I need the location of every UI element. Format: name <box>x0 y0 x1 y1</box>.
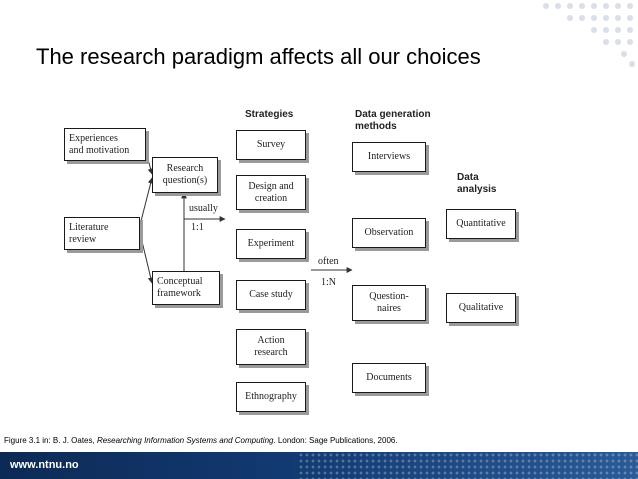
often-label: often <box>318 256 339 267</box>
data-generation-header: Data generation methods <box>355 109 431 132</box>
strategy-box: Survey <box>236 130 306 160</box>
diagram-connectors <box>139 147 353 284</box>
arrow-literature-to-framework <box>139 232 154 284</box>
method-box: Question- naires <box>352 285 426 321</box>
analysis-box: Quantitative <box>446 209 516 239</box>
method-box: Observation <box>352 218 426 248</box>
strategies-header: Strategies <box>245 109 294 120</box>
ratio-one-to-one-label: 1:1 <box>191 222 204 233</box>
arrow-experiences-to-questions <box>144 147 154 175</box>
caption-prefix: Figure 3.1 in: B. J. Oates, <box>4 436 97 445</box>
strategy-box: Ethnography <box>236 382 306 412</box>
arrow-literature-to-questions <box>139 177 154 226</box>
footer-url[interactable]: www.ntnu.no <box>10 459 79 471</box>
analysis-box: Qualitative <box>446 293 516 323</box>
research-process-diagram: Strategies Data generation methods Data … <box>0 95 638 435</box>
strategy-box: Design and creation <box>236 175 306 210</box>
data-analysis-header: Data analysis <box>457 172 497 195</box>
method-box: Interviews <box>352 142 426 172</box>
strategy-box: Action research <box>236 329 306 365</box>
conceptual-framework-box: Conceptual framework <box>152 271 220 305</box>
literature-review-box: Literature review <box>64 217 140 250</box>
slide-title: The research paradigm affects all our ch… <box>36 44 481 69</box>
strategy-box: Case study <box>236 280 306 310</box>
usually-label: usually <box>189 203 218 214</box>
ratio-one-to-n-label: 1:N <box>321 277 336 288</box>
footer-bar: www.ntnu.no <box>0 452 638 479</box>
research-questions-box: Research question(s) <box>152 157 218 193</box>
arrow-questions-to-strategies <box>183 193 226 222</box>
caption-suffix: . London: Sage Publications, 2006. <box>273 436 398 445</box>
caption-book-title: Researching Information Systems and Comp… <box>96 436 274 445</box>
footer-pattern <box>298 452 638 479</box>
decorative-dots <box>543 3 635 67</box>
strategy-box: Experiment <box>236 229 306 259</box>
experiences-motivation-box: Experiences and motivation <box>64 128 146 161</box>
figure-caption: Figure 3.1 in: B. J. Oates, Researching … <box>4 436 398 445</box>
method-box: Documents <box>352 363 426 393</box>
